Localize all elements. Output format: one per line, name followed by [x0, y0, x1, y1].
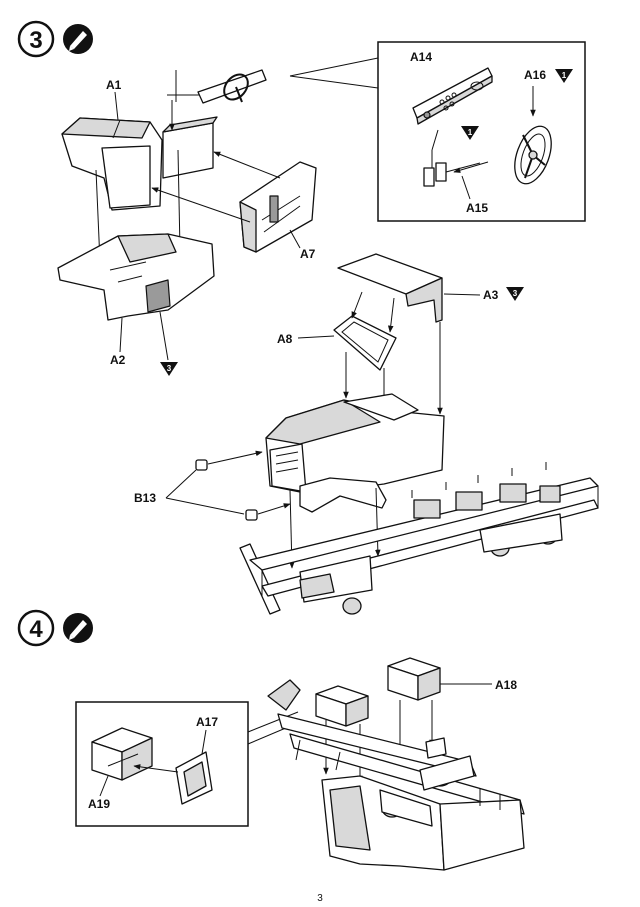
rivets: [411, 462, 547, 498]
part-a16-steering-wheel: [514, 125, 552, 185]
svg-text:1: 1: [562, 71, 567, 80]
part-a14-dashboard: [412, 67, 493, 125]
chassis-frame-step4: [267, 679, 525, 871]
part-a3-cab-roof: A3 3: [337, 253, 524, 323]
part-a17-plate: [175, 751, 213, 805]
step-3-header: 3: [17, 20, 93, 58]
label-a16: A16: [524, 68, 546, 82]
svg-text:3: 3: [167, 364, 172, 373]
label-a2: A2: [110, 353, 126, 367]
color-ref-a14: 1: [461, 126, 479, 140]
step-4-circle: [17, 609, 55, 647]
svg-text:3: 3: [513, 289, 518, 298]
battery-inset: A17 A19: [75, 701, 301, 827]
label-a17: A17: [196, 715, 218, 729]
step-3-number: 3: [29, 27, 42, 54]
label-a8: A8: [277, 332, 293, 346]
svg-text:1: 1: [468, 128, 473, 137]
page-number: 3: [317, 893, 323, 904]
step-3-circle: [17, 20, 55, 58]
glue-icon: [63, 613, 93, 643]
label-a18: A18: [495, 678, 517, 692]
step-4-header: 4: [17, 609, 93, 647]
inset-frame: [377, 41, 586, 222]
part-a19-battery-box: [91, 727, 153, 781]
part-a1-cab-upper: A1: [61, 78, 163, 211]
chassis-frame-step3: [239, 462, 599, 615]
part-a2-cab-floor: A2 3: [57, 233, 215, 376]
part-a15-pedals: [423, 150, 481, 187]
label-b13: B13: [134, 491, 156, 505]
label-a14: A14: [410, 50, 432, 64]
label-a3: A3: [483, 288, 499, 302]
color-ref-a3: 3: [506, 287, 524, 301]
part-a8-window-frame: A8: [277, 315, 397, 371]
glue-icon: [63, 24, 93, 54]
crossmembers: [413, 483, 561, 519]
label-a19: A19: [88, 797, 110, 811]
cab-body: [265, 393, 445, 513]
part-a7-rear-wall: A7: [239, 161, 317, 261]
part-a18-box: A18: [387, 657, 517, 701]
part-b13: B13: [134, 450, 291, 521]
part-steering-column: [197, 69, 267, 104]
dashboard-inset: A14 1 A16 1 A15: [289, 41, 586, 222]
label-a15: A15: [466, 201, 488, 215]
part-dash-panel: [162, 70, 218, 179]
color-ref-a16: 1: [555, 69, 573, 83]
step-4-number: 4: [29, 616, 43, 643]
color-ref-a2: 3: [160, 362, 178, 376]
label-a1: A1: [106, 78, 122, 92]
part-box-placed: [315, 685, 369, 727]
label-a7: A7: [300, 247, 316, 261]
